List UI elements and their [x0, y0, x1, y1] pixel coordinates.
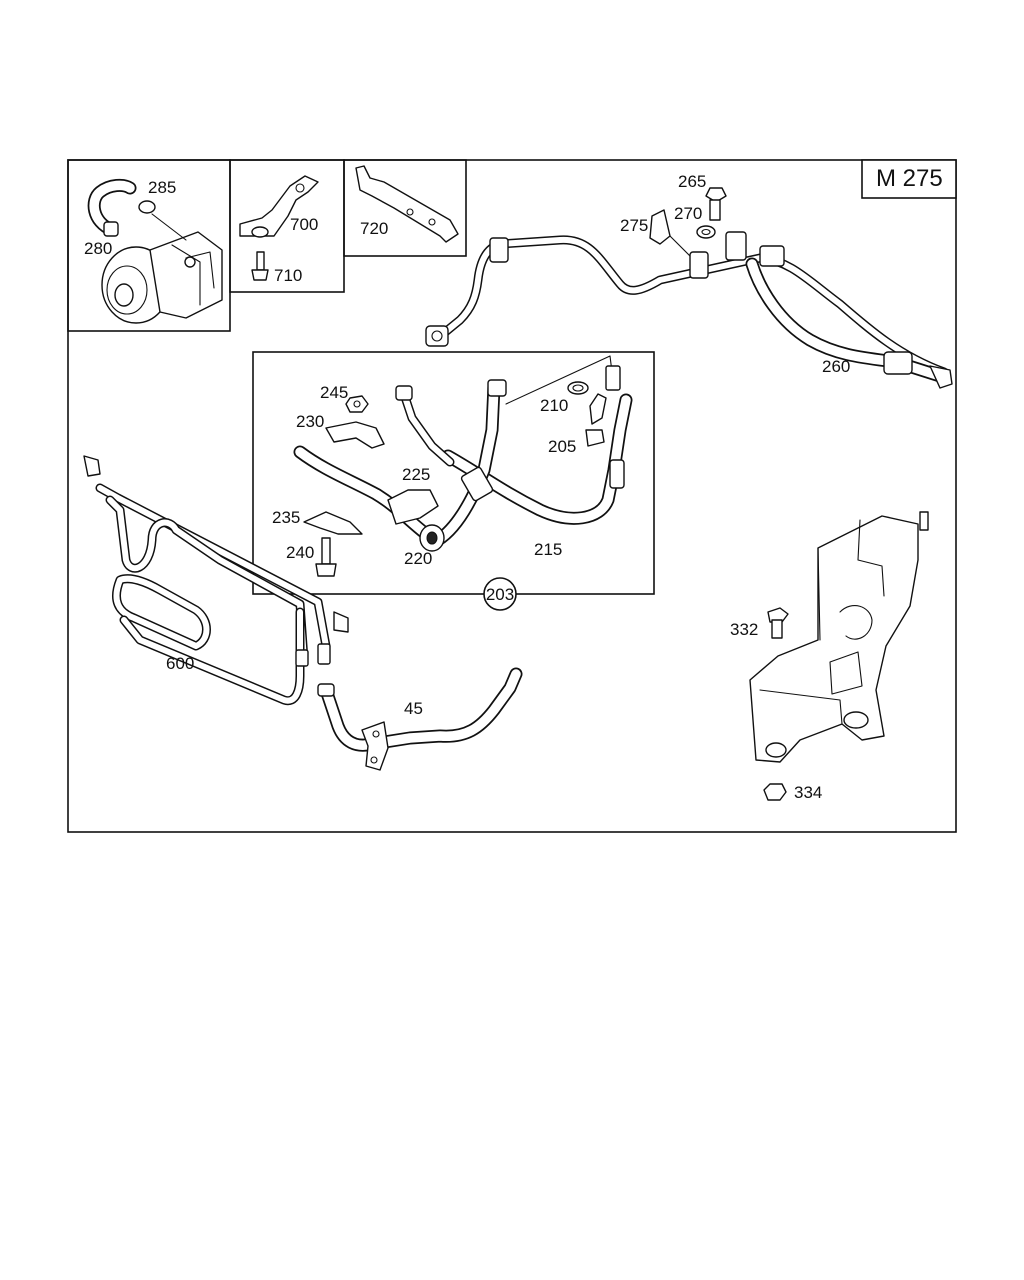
title-box: M 275 — [861, 159, 957, 199]
pipe-45: 45 — [317, 667, 523, 771]
label-265: 265 — [678, 172, 706, 191]
label-45: 45 — [404, 699, 423, 718]
label-710: 710 — [274, 266, 302, 285]
label-270: 270 — [674, 204, 702, 223]
label-235: 235 — [272, 508, 300, 527]
label-285: 285 — [148, 178, 176, 197]
callout-203: 203 — [483, 577, 517, 611]
inset-pump: 285 280 — [67, 159, 231, 332]
label-700: 700 — [290, 215, 318, 234]
label-720: 720 — [360, 219, 388, 238]
pipe-assembly-260: 265 270 275 260 — [425, 172, 953, 389]
label-220: 220 — [404, 549, 432, 568]
label-215: 215 — [534, 540, 562, 559]
label-210: 210 — [540, 396, 568, 415]
label-260: 260 — [822, 357, 850, 376]
label-205: 205 — [548, 437, 576, 456]
label-332: 332 — [730, 620, 758, 639]
label-334: 334 — [794, 783, 822, 802]
callout-203-text: 203 — [486, 585, 514, 604]
label-600: 600 — [166, 654, 194, 673]
inset-bracket-720: 720 — [343, 159, 467, 257]
shield-bracket: 332 334 — [730, 511, 929, 802]
label-245: 245 — [320, 383, 348, 402]
main-frame — [67, 159, 957, 833]
label-275: 275 — [620, 216, 648, 235]
assembly-203-box: 245 230 225 235 240 220 215 210 205 203 — [252, 351, 655, 611]
label-230: 230 — [296, 412, 324, 431]
label-280: 280 — [84, 239, 112, 258]
cooler-600: 600 — [83, 455, 349, 706]
label-240: 240 — [286, 543, 314, 562]
label-225: 225 — [402, 465, 430, 484]
title-text: M 275 — [876, 165, 943, 192]
inset-bracket-700: 700 710 — [229, 159, 345, 293]
